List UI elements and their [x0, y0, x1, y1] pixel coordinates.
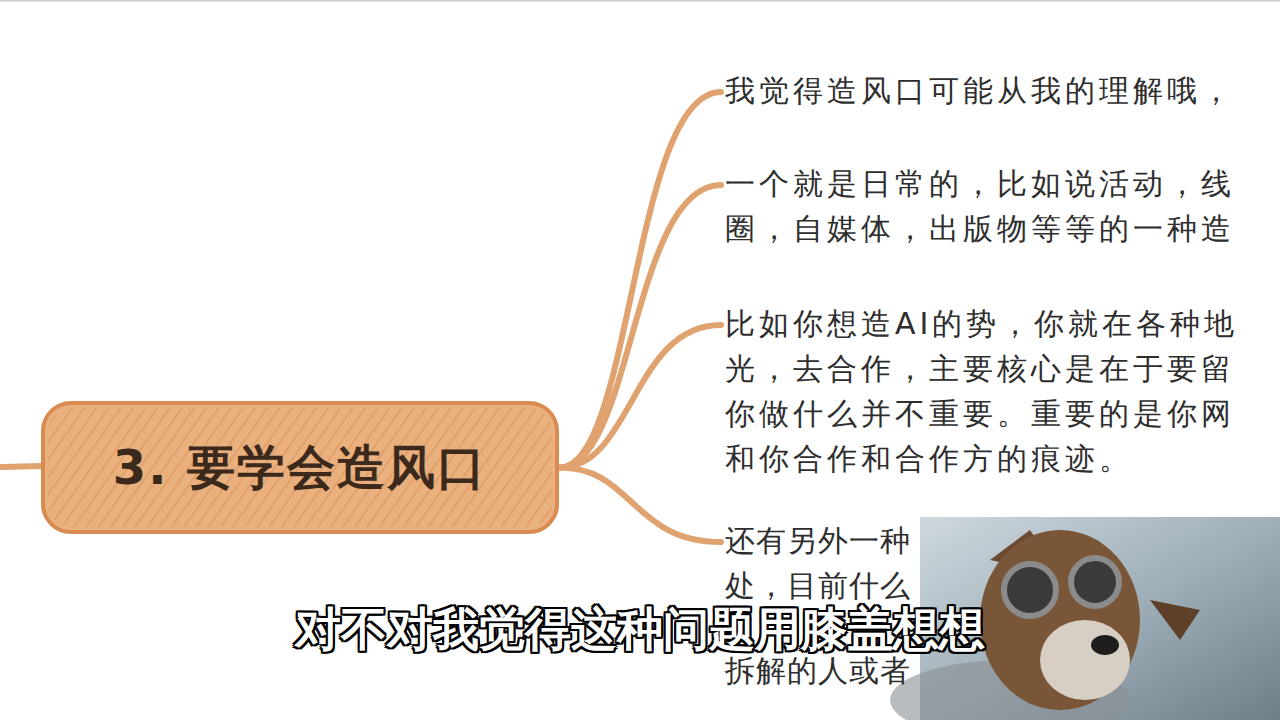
branch-line: 还有另外一种 处，目前什么: [725, 518, 925, 608]
dog-ear: [1150, 600, 1200, 640]
branch-line: 我觉得造风口可能从我的理解哦，: [725, 68, 1269, 113]
subtitle-caption: 对不对我觉得这种问题用膝盖想想: [0, 604, 1280, 654]
branch-connector: [560, 185, 721, 468]
incoming-branch: [0, 466, 42, 467]
dog-muzzle: [1040, 620, 1130, 700]
topic-title: 3. 要学会造风口: [113, 436, 487, 500]
branch-text: 比如你想造AI的势，你就在各种地 光，去合作，主要核心是在于要留 你做什么并不重…: [725, 301, 1269, 481]
branch-text: 我觉得造风口可能从我的理解哦，: [725, 68, 1269, 113]
central-topic: 3. 要学会造风口: [40, 400, 560, 535]
goggle-right: [1071, 558, 1119, 606]
branch-line: 比如你想造AI的势，你就在各种地 光，去合作，主要核心是在于要留 你做什么并不重…: [725, 301, 1269, 481]
topic-hatch: [48, 408, 552, 527]
branch-connector: [560, 325, 721, 468]
branch-line: 拆解的人或者: [725, 648, 925, 693]
dog-head: [980, 530, 1140, 710]
branch-line: 一个就是日常的，比如说活动，线 圈，自媒体，出版物等等的一种造: [725, 161, 1269, 251]
dog-nose: [1091, 635, 1119, 655]
topic-fill: [43, 403, 557, 532]
top-edge: [0, 0, 1280, 2]
goggle-left: [1004, 564, 1056, 616]
branch-connector: [560, 468, 721, 543]
branch-connector: [560, 92, 721, 468]
branch-text: 一个就是日常的，比如说活动，线 圈，自媒体，出版物等等的一种造: [725, 161, 1269, 251]
